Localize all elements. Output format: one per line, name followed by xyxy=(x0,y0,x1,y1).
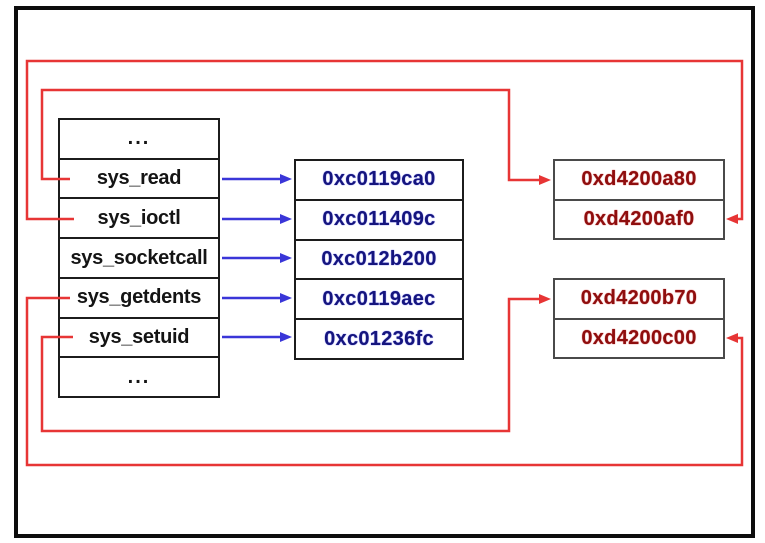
address-box-0xc012b200: 0xc012b200 xyxy=(296,241,462,281)
syscall-row-sys-setuid: sys_setuid xyxy=(60,319,218,359)
syscall-table: ... sys_read sys_ioctl sys_socketcall sy… xyxy=(58,118,220,398)
address-box-0xc011409c: 0xc011409c xyxy=(296,201,462,241)
address-box-0xc0119aec: 0xc0119aec xyxy=(296,280,462,321)
syscall-row-sys-getdents: sys_getdents xyxy=(60,279,218,319)
address-box-0xc01236fc: 0xc01236fc xyxy=(324,327,434,350)
syscall-row-sys-ioctl: sys_ioctl xyxy=(60,199,218,240)
syscall-row-sys-read: sys_read xyxy=(60,160,218,200)
hook-address-table-top: 0xd4200a80 0xd4200af0 xyxy=(553,159,725,240)
hook-box-0xd4200b70: 0xd4200b70 xyxy=(555,280,723,320)
hook-address-table-bottom: 0xd4200b70 0xd4200c00 xyxy=(553,278,725,359)
syscall-row-ellipsis-bottom: ... xyxy=(127,365,151,388)
syscall-row-ellipsis-top: ... xyxy=(60,120,218,160)
syscall-row-sys-socketcall: sys_socketcall xyxy=(60,239,218,279)
outer-frame xyxy=(14,6,755,538)
hook-box-0xd4200a80: 0xd4200a80 xyxy=(555,161,723,201)
original-address-table: 0xc0119ca0 0xc011409c 0xc012b200 0xc0119… xyxy=(294,159,464,360)
hook-box-0xd4200c00: 0xd4200c00 xyxy=(581,326,697,349)
address-box-0xc0119ca0: 0xc0119ca0 xyxy=(296,161,462,201)
hook-box-0xd4200af0: 0xd4200af0 xyxy=(583,207,695,230)
